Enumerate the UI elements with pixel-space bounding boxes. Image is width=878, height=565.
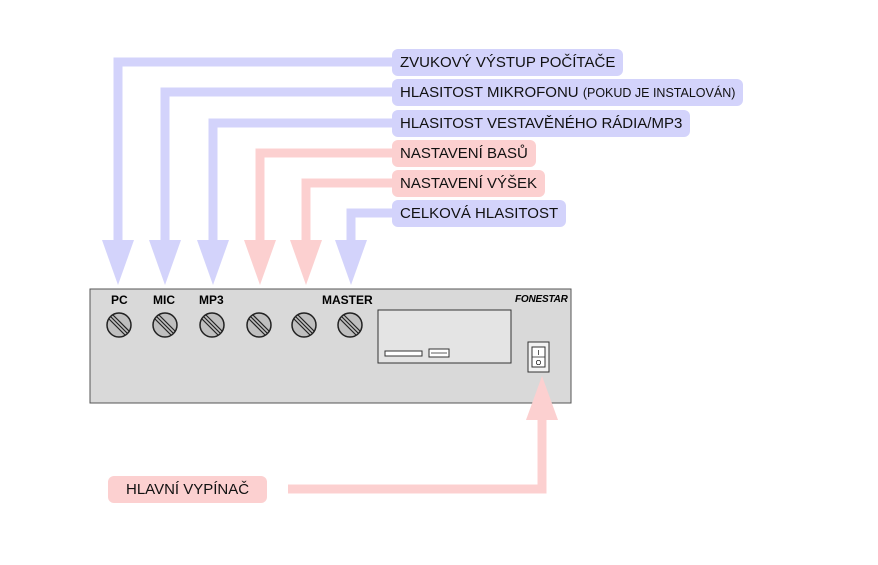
arrow-bass (244, 148, 392, 285)
callout-bass: NASTAVENÍ BASŮ (392, 140, 536, 167)
knob-treble[interactable] (291, 312, 317, 338)
callout-main-switch: HLAVNÍ VYPÍNAČ (108, 476, 268, 503)
knob-pc[interactable] (106, 312, 132, 338)
media-player-module (377, 309, 512, 364)
callout-master-volume: CELKOVÁ HLASITOST (392, 200, 567, 227)
callout-text: ZVUKOVÝ VÝSTUP POČÍTAČE (400, 54, 616, 71)
knob-label-mp3: MP3 (199, 293, 224, 307)
callout-text: CELKOVÁ HLASITOST (400, 205, 559, 222)
arrow-treble (290, 178, 392, 285)
arrow-mic (149, 87, 392, 285)
arrow-mp3 (197, 118, 392, 285)
knob-label-mic: MIC (153, 293, 175, 307)
arrow-master (335, 208, 392, 285)
callout-treble: NASTAVENÍ VÝŠEK (392, 170, 545, 197)
knob-mic[interactable] (152, 312, 178, 338)
arrow-pc (102, 57, 392, 285)
callout-radio-mp3-volume: HLASITOST VESTAVĚNÉHO RÁDIA/MP3 (392, 110, 691, 137)
callout-text: HLASITOST VESTAVĚNÉHO RÁDIA/MP3 (400, 115, 683, 132)
callout-pc-output: ZVUKOVÝ VÝSTUP POČÍTAČE (392, 49, 624, 76)
knob-master[interactable] (337, 312, 363, 338)
callout-text: NASTAVENÍ VÝŠEK (400, 175, 537, 192)
brand-logo: FONESTAR (515, 294, 568, 305)
callout-text: HLASITOST MIKROFONU (400, 84, 583, 101)
callout-note: (POKUD JE INSTALOVÁN) (582, 86, 736, 100)
arrow-power (288, 376, 558, 494)
knob-label-master: MASTER (322, 293, 373, 307)
callout-text: NASTAVENÍ BASŮ (400, 145, 528, 162)
knob-bass[interactable] (246, 312, 272, 338)
power-switch[interactable]: I O (527, 341, 550, 373)
switch-on-mark: I (538, 350, 540, 357)
callout-text: HLAVNÍ VYPÍNAČ (126, 481, 250, 498)
knob-mp3[interactable] (199, 312, 225, 338)
knob-label-pc: PC (111, 293, 128, 307)
card-slot[interactable] (384, 350, 423, 357)
callout-mic-volume: HLASITOST MIKROFONU (POKUD JE INSTALOVÁN… (392, 79, 744, 106)
switch-off-mark: O (536, 360, 542, 367)
